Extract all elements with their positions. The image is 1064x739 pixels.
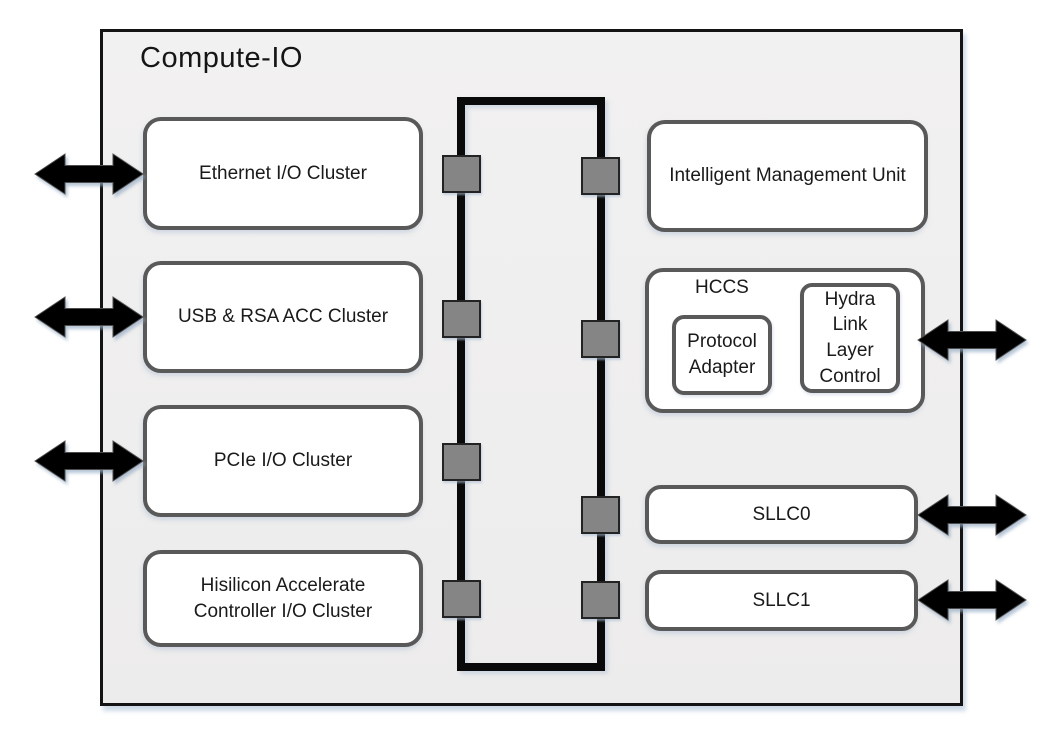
ring-port-left-2 xyxy=(442,300,481,338)
node-protocol-adapter: Protocol Adapter xyxy=(672,315,772,395)
node-label: SLLC1 xyxy=(752,589,811,611)
node-label: Hydra Link Layer Control xyxy=(819,288,881,387)
diagram-title: Compute-IO xyxy=(140,42,303,74)
node-hisilicon-accelerate-controller-io-cluster: Hisilicon Accelerate Controller I/O Clus… xyxy=(143,550,423,647)
node-label: PCIe I/O Cluster xyxy=(213,450,353,472)
bidirectional-arrow-icon xyxy=(917,494,1027,536)
hccs-label: HCCS xyxy=(695,277,749,298)
node-label: Ethernet I/O Cluster xyxy=(199,162,367,184)
ring-port-right-3 xyxy=(581,496,620,534)
node-label: Intelligent Management Unit xyxy=(669,165,906,187)
node-ethernet-io-cluster: Ethernet I/O Cluster xyxy=(143,117,423,230)
ring-port-right-2 xyxy=(581,320,620,358)
bidirectional-arrow-icon xyxy=(917,579,1027,621)
ring-port-left-3 xyxy=(442,443,481,481)
bidirectional-arrow-icon xyxy=(917,319,1027,361)
ring-port-right-4 xyxy=(581,581,620,619)
node-label: SLLC0 xyxy=(752,503,811,525)
node-usb-rsa-acc-cluster: USB & RSA ACC Cluster xyxy=(143,261,423,373)
node-label: Protocol Adapter xyxy=(687,331,757,378)
node-hydra-link-layer-control: Hydra Link Layer Control xyxy=(800,283,900,393)
bidirectional-arrow-icon xyxy=(34,153,144,195)
ring-bus xyxy=(457,97,605,671)
node-label: USB & RSA ACC Cluster xyxy=(177,306,389,328)
node-label: Hisilicon Accelerate Controller I/O Clus… xyxy=(193,574,373,622)
ring-port-left-4 xyxy=(442,580,481,618)
node-pcie-io-cluster: PCIe I/O Cluster xyxy=(143,405,423,517)
bidirectional-arrow-icon xyxy=(34,440,144,482)
node-intelligent-management-unit: Intelligent Management Unit xyxy=(647,120,928,232)
ring-port-left-1 xyxy=(442,155,481,193)
ring-port-right-1 xyxy=(581,157,620,195)
node-sllc0: SLLC0 xyxy=(645,485,918,544)
node-sllc1: SLLC1 xyxy=(645,570,918,631)
bidirectional-arrow-icon xyxy=(34,296,144,338)
